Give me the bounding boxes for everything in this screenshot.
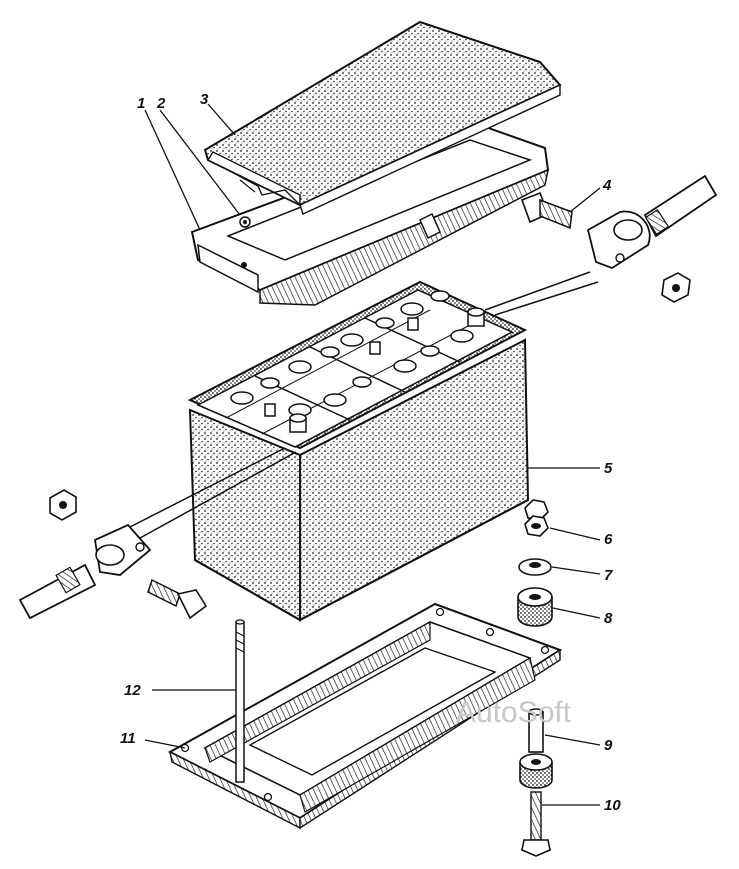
callout-labels: 1 2 3 4 5 6 7 8 9 10 11 12 [120,91,621,814]
mounting-tray [167,602,563,830]
battery-terminals [264,307,485,433]
callout-3: 3 [200,91,209,108]
fastener-stack [517,499,553,857]
callout-6: 6 [604,531,613,548]
callout-2: 2 [156,95,166,112]
hold-down-rod [235,619,245,783]
callout-11: 11 [120,730,136,747]
callout-8: 8 [604,610,613,627]
callout-12: 12 [124,682,141,699]
cell-caps [230,290,474,417]
positive-terminal-clamp [484,174,718,316]
callout-5: 5 [604,460,613,477]
watermark: AutoSoft [456,696,572,729]
callout-7: 7 [604,567,613,584]
callout-1: 1 [137,95,145,112]
callout-10: 10 [604,797,621,814]
negative-terminal-clamp [18,447,297,620]
callout-4: 4 [602,177,612,194]
battery-case [187,280,530,622]
callout-9: 9 [604,737,613,754]
battery-lid [190,20,562,306]
leader-lines [144,103,601,806]
